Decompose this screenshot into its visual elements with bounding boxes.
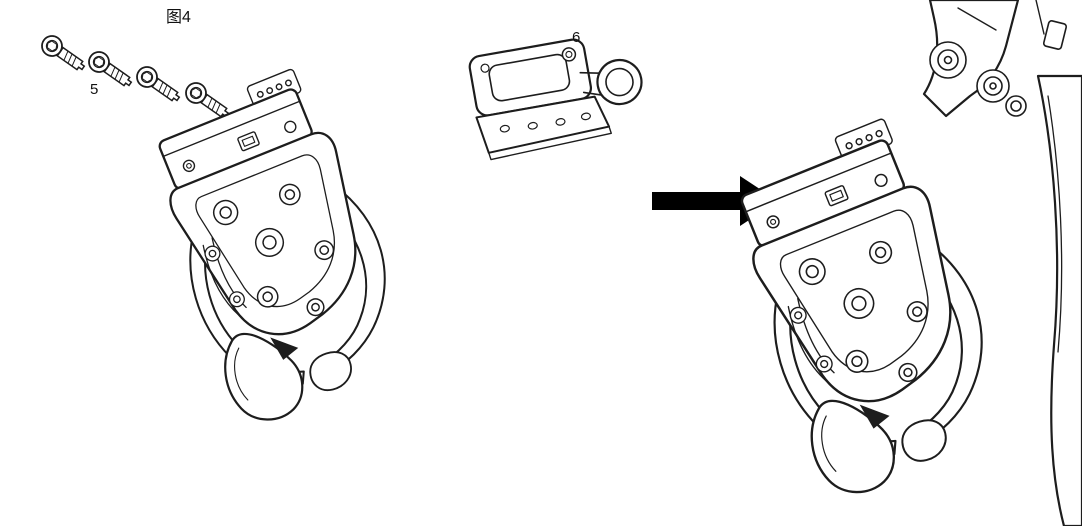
robot-arm-illustration bbox=[922, 0, 1082, 526]
part-label-bracket: 6 bbox=[572, 29, 581, 46]
disassembled-gripper-illustration bbox=[125, 61, 427, 433]
fastener-screws-illustration bbox=[37, 31, 234, 124]
figure-label: 图4 bbox=[166, 9, 191, 26]
bracket-part-illustration bbox=[468, 38, 643, 161]
screw-icon bbox=[132, 62, 185, 108]
assembled-gripper-illustration bbox=[705, 111, 1027, 506]
part-label-screws: 5 bbox=[90, 81, 99, 98]
screw-icon bbox=[37, 31, 90, 77]
